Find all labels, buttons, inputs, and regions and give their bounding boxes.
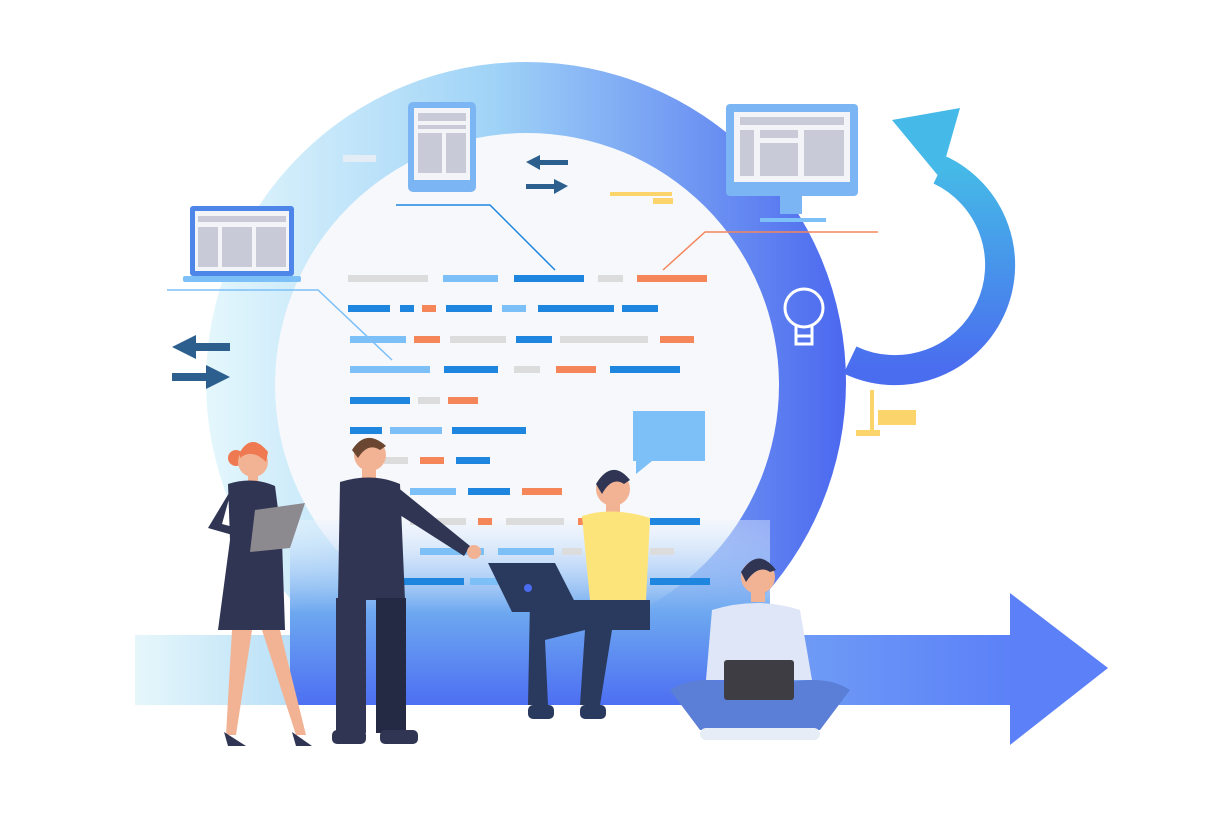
person-woman-tablet [208,442,312,746]
code-bar [562,548,582,555]
code-bar [598,275,623,282]
code-bar [622,305,658,312]
accent-yellow [610,192,916,436]
code-bar [452,427,526,434]
accent-bar [343,155,376,162]
code-bar [404,578,464,585]
code-bar [414,336,440,343]
laptop-icon [183,206,301,282]
code-bar [422,305,436,312]
code-bar [498,548,554,555]
code-bar [610,366,680,373]
code-bar [502,305,526,312]
code-bar [348,275,428,282]
code-bar [420,548,484,555]
swap-arrows-icon [172,335,230,389]
code-bar [400,305,414,312]
person-man-pointing [332,437,481,744]
code-bar [522,488,562,495]
code-bar [350,336,406,343]
code-bar [350,397,410,404]
code-bar [410,488,456,495]
code-bar [350,427,382,434]
code-bar [450,336,506,343]
code-bar [478,518,492,525]
code-bar [514,366,540,373]
speech-bubble-icon [633,411,705,474]
code-bar [560,336,648,343]
code-bar [420,457,444,464]
code-bar [456,457,490,464]
code-bar [660,336,694,343]
code-bar [650,578,710,585]
code-lines [348,275,710,585]
code-bar [418,397,440,404]
monitor-icon [726,104,858,214]
person-man-sitting [670,558,850,740]
code-bar [470,578,522,585]
tablet-icon [408,102,476,192]
code-bar [650,518,700,525]
code-bar [637,275,707,282]
code-bar [348,305,390,312]
person-man-laptop [488,469,650,719]
code-bar [468,488,510,495]
code-bar [443,275,498,282]
code-bar [506,518,564,525]
code-bar [390,427,442,434]
code-bar [384,457,408,464]
code-bar [444,366,498,373]
code-bar [556,366,596,373]
code-bar [516,336,552,343]
lightbulb-icon [783,287,825,346]
code-bar [514,275,584,282]
code-bar [538,305,614,312]
code-bar [350,366,430,373]
swap-arrows-icon [526,155,568,194]
code-bar [650,548,674,555]
cycle-arrow-icon [843,108,1016,386]
code-bar [446,305,492,312]
code-bar [448,397,478,404]
